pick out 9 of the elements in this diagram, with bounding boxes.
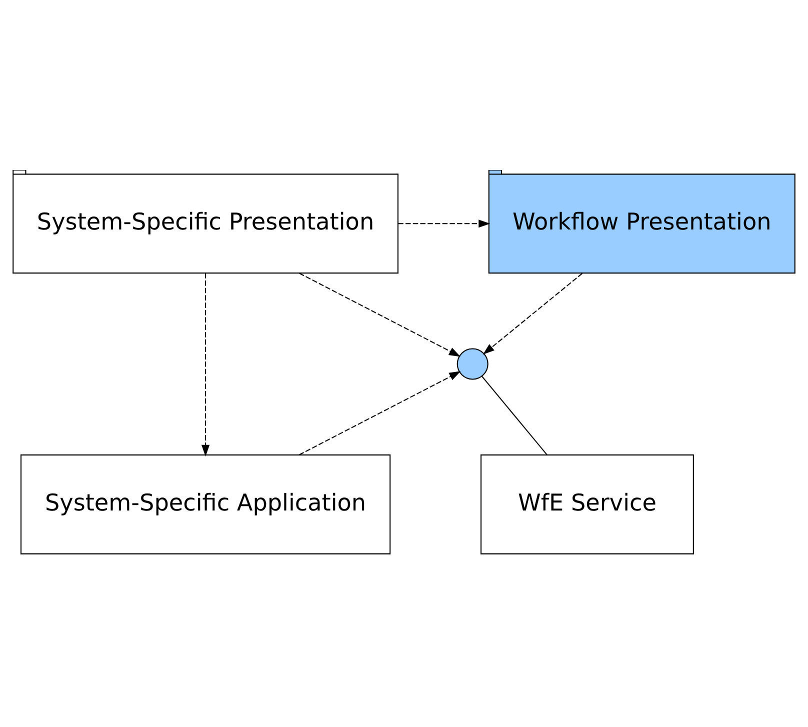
arrow [298,370,461,455]
arrow [201,272,210,456]
arrow [398,219,490,228]
node-box: WfE Service [480,454,694,554]
arrow [482,272,583,354]
node-circle [456,348,488,380]
arrow [299,272,461,356]
connector [482,376,548,455]
node-box: System-Specific Application [20,454,391,554]
